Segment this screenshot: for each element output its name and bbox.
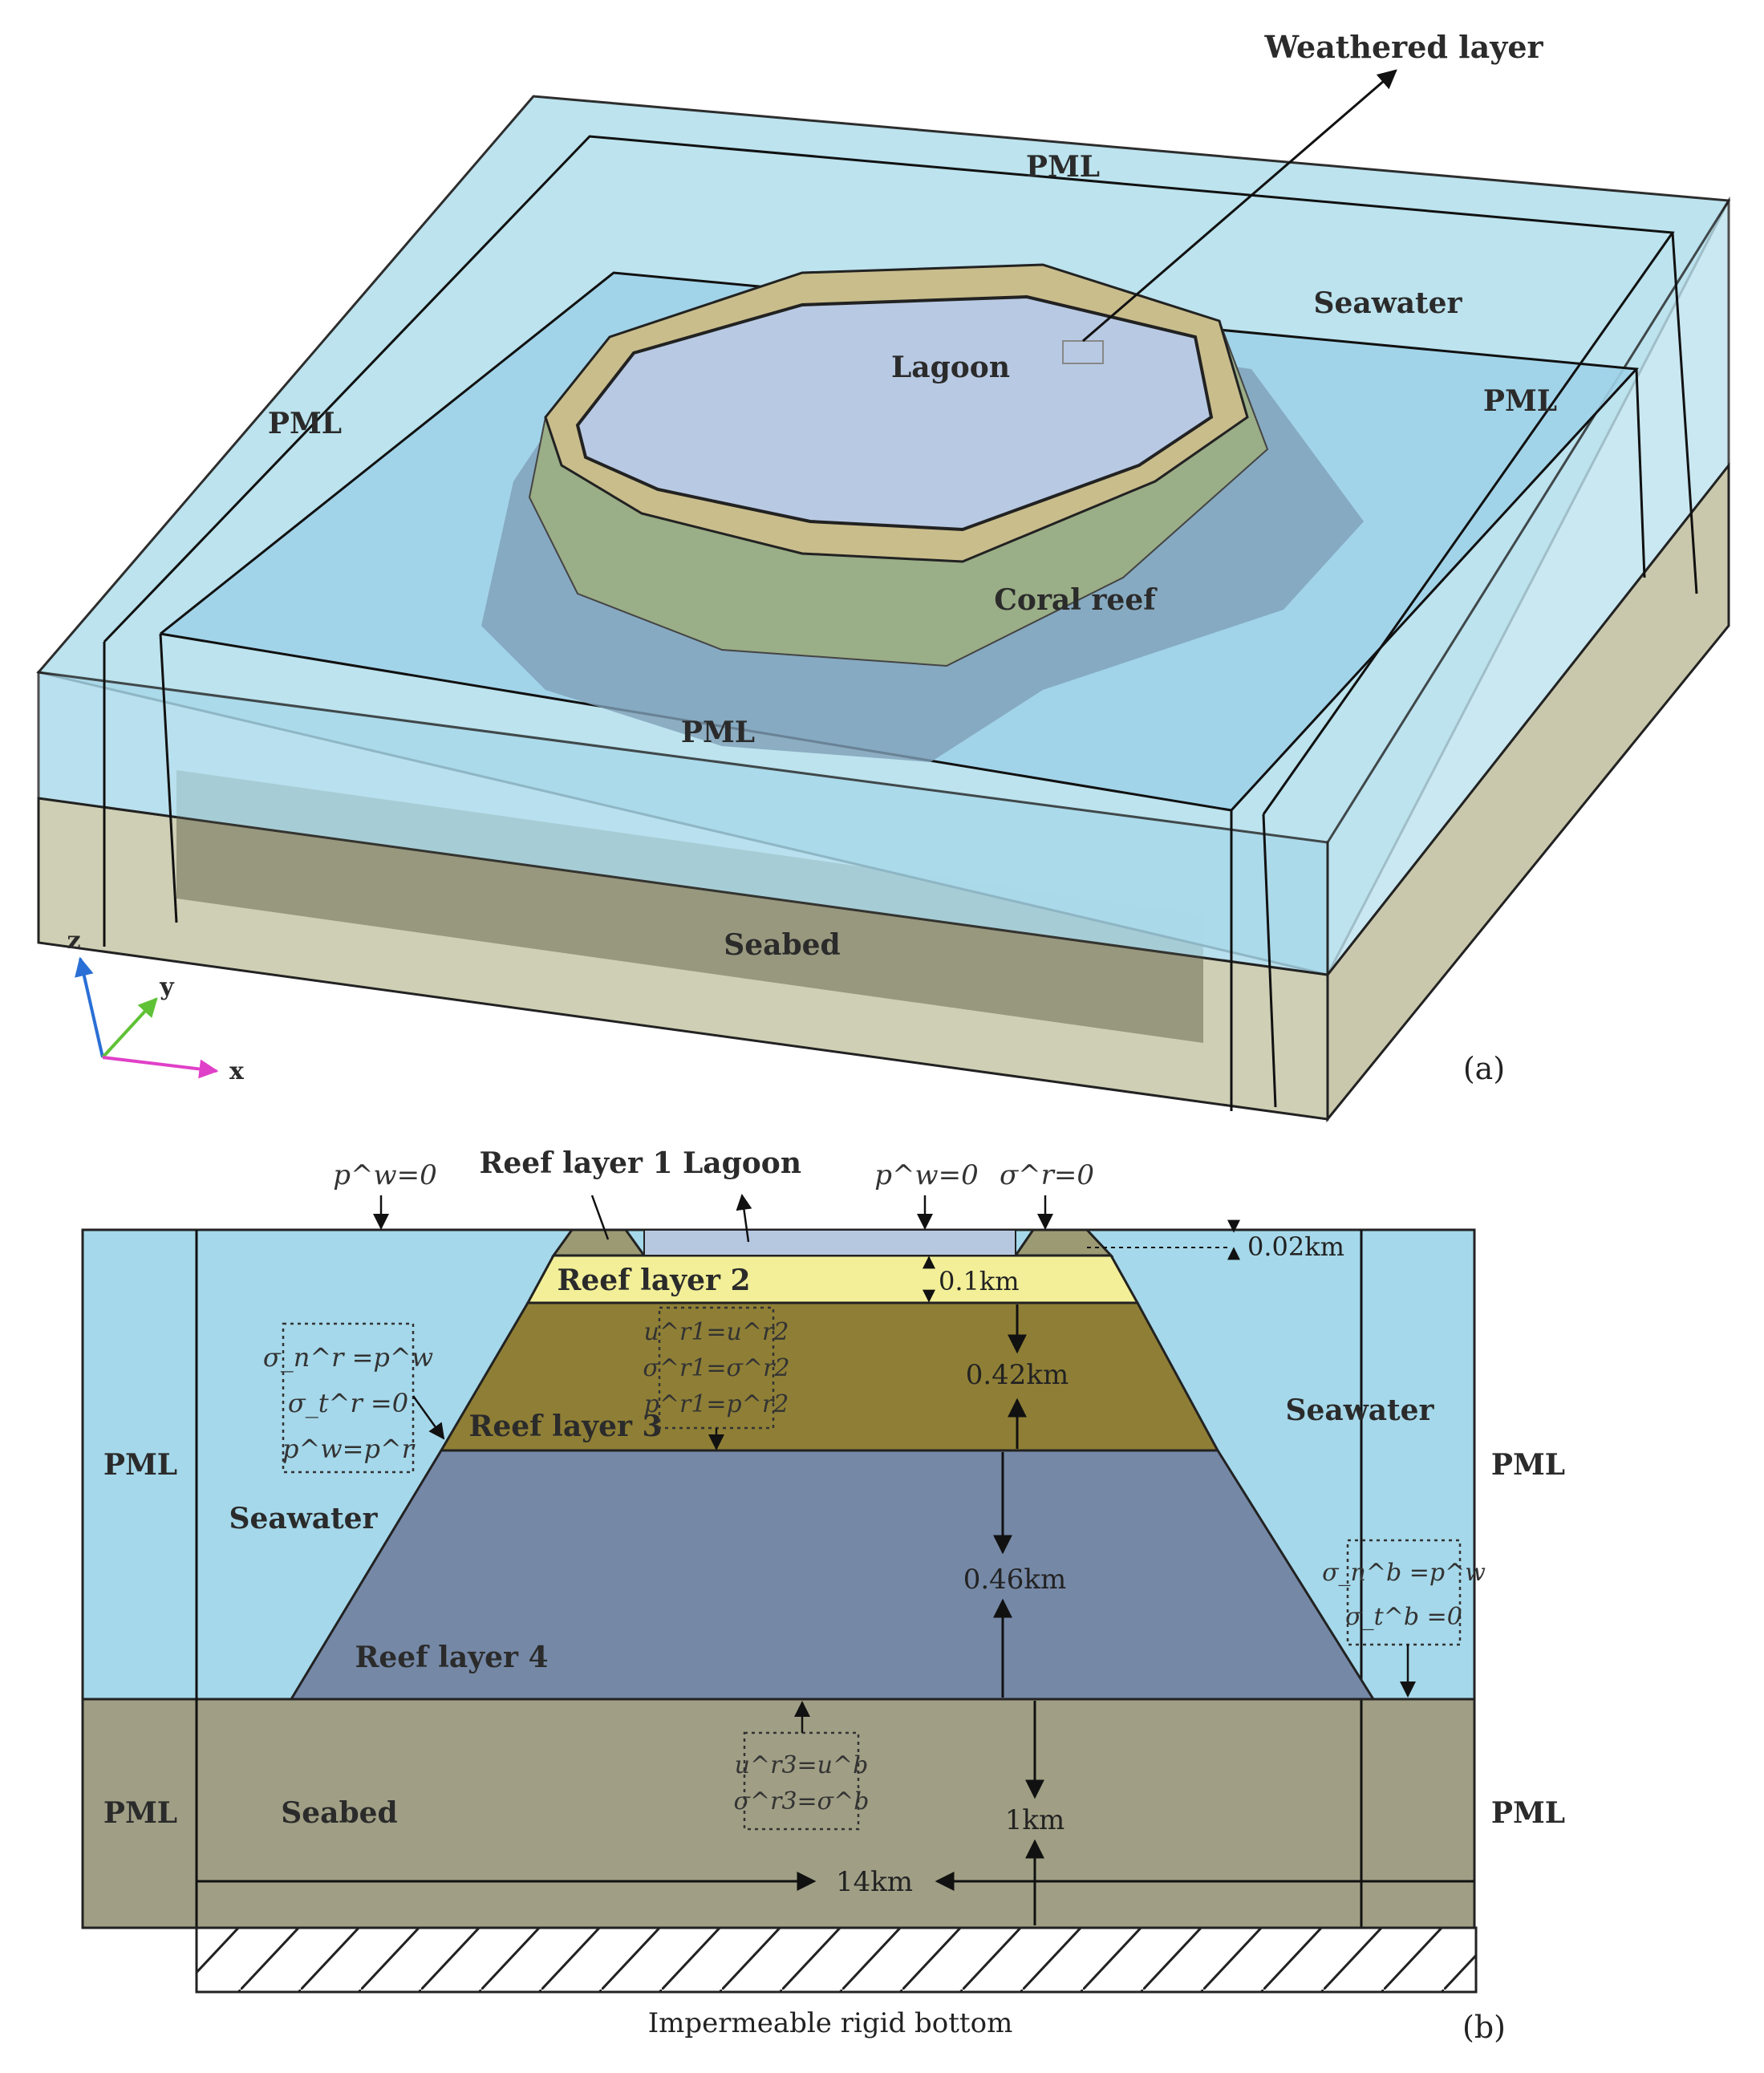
- box-bottom-line-2: σ^r3=σ^b: [734, 1787, 870, 1815]
- seawater-label: Seawater: [1313, 286, 1462, 320]
- y-axis-arrow: [101, 997, 158, 1059]
- x-axis-label: x: [229, 1057, 245, 1085]
- box-left-line-2: σ_t^r =0: [288, 1388, 408, 1418]
- weathered-layer-arrow: [1082, 69, 1397, 343]
- box-left-line-1: σ_n^r =p^w: [263, 1342, 433, 1373]
- reef-layer-4-label: Reef layer 4: [355, 1641, 548, 1674]
- pml-left-label: PML: [268, 407, 342, 440]
- seawater-left-label: Seawater: [229, 1502, 378, 1535]
- reef-layer-1-left: [551, 1228, 647, 1257]
- dim-046-label: 0.46km: [963, 1564, 1067, 1596]
- box-left-line-3: p^w=p^r: [282, 1434, 416, 1464]
- x-axis-arrow: [102, 1056, 219, 1079]
- dim-042-label: 0.42km: [966, 1359, 1069, 1391]
- pml-front-label: PML: [681, 716, 755, 749]
- coral-reef-label: Coral reef: [994, 583, 1158, 617]
- condition-box-bottom: u^r3=u^b σ^r3=σ^b: [734, 1701, 870, 1831]
- lagoon-pointer: [736, 1194, 752, 1243]
- panel-a-tag: (a): [1463, 1051, 1505, 1086]
- panel-b-tag: (b): [1462, 2010, 1506, 2045]
- pml-right-bottom-label: PML: [1491, 1796, 1565, 1830]
- dim-1-label: 1km: [1005, 1804, 1064, 1836]
- reef-layer-3-label: Reef layer 3: [468, 1410, 662, 1443]
- pml-left-bottom-label: PML: [103, 1796, 177, 1830]
- y-axis-label: y: [159, 973, 175, 1001]
- box-right-line-2: σ_t^b =0: [1345, 1603, 1462, 1631]
- pml-right-top-label: PML: [1491, 1448, 1565, 1482]
- box-bottom-line-1: u^r3=u^b: [735, 1751, 869, 1779]
- pml-edge-5: [1635, 368, 1646, 578]
- pml-right-label: PML: [1483, 384, 1557, 418]
- pml-top-label: PML: [1026, 150, 1100, 184]
- seabed-label: Seabed: [724, 928, 840, 962]
- reef-layer-1-pointer: [590, 1195, 610, 1240]
- condition-box-mid: u^r1=u^r2 σ^r1=σ^r2 p^r1=p^r2: [643, 1306, 790, 1450]
- box-mid-line-3: p^r1=p^r2: [644, 1390, 789, 1418]
- lagoon-label: Lagoon: [891, 351, 1010, 384]
- pml-left-top-label: PML: [103, 1448, 177, 1482]
- lagoon-label-b: Lagoon: [683, 1146, 801, 1180]
- seabed-label-b: Seabed: [281, 1796, 397, 1830]
- reef-layer-1-label: Reef layer 1: [479, 1146, 672, 1180]
- reef-layer-1-right: [1013, 1228, 1114, 1257]
- panel-b-cross-section: p^w=0 p^w=0 σ^r=0 Reef layer 1 Lagoon 0.…: [81, 1146, 1565, 2045]
- reef-layer-2-label: Reef layer 2: [557, 1264, 750, 1297]
- pml-edge-4: [1262, 813, 1277, 1108]
- pml-edge-2: [159, 633, 178, 923]
- condition-box-right: σ_n^b =p^w σ_t^b =0: [1322, 1539, 1486, 1698]
- rigid-bottom-hatch: [195, 1926, 1478, 1994]
- dim-01-label: 0.1km: [939, 1266, 1020, 1296]
- bc-sigma: σ^r=0: [1000, 1159, 1094, 1191]
- panel-a-3d-model: Weathered layer PML Seawater PML PML Lag…: [36, 29, 1731, 1123]
- pml-edge-6: [1671, 232, 1698, 594]
- weathered-layer-label: Weathered layer: [1263, 29, 1543, 65]
- condition-box-left: σ_n^r =p^w σ_t^r =0 p^w=p^r: [263, 1322, 445, 1474]
- box-mid-line-1: u^r1=u^r2: [644, 1318, 789, 1346]
- box-right-line-1: σ_n^b =p^w: [1322, 1559, 1486, 1587]
- z-axis-arrow: [75, 956, 104, 1058]
- seawater-right-label: Seawater: [1285, 1393, 1434, 1427]
- dim-002-label: 0.02km: [1247, 1231, 1344, 1262]
- lagoon-surface: [575, 294, 1214, 532]
- box-mid-line-2: σ^r1=σ^r2: [643, 1354, 789, 1382]
- bc-pw-right: p^w=0: [874, 1159, 978, 1191]
- pml-line-top: [103, 135, 1675, 815]
- seabed-region: [81, 1698, 1476, 1929]
- lagoon-shape: [643, 1229, 1016, 1256]
- rigid-bottom-label: Impermeable rigid bottom: [648, 2007, 1013, 2039]
- dim-14-label: 14km: [836, 1866, 913, 1898]
- bc-pw-left: p^w=0: [333, 1159, 436, 1191]
- z-axis-label: z: [67, 927, 80, 955]
